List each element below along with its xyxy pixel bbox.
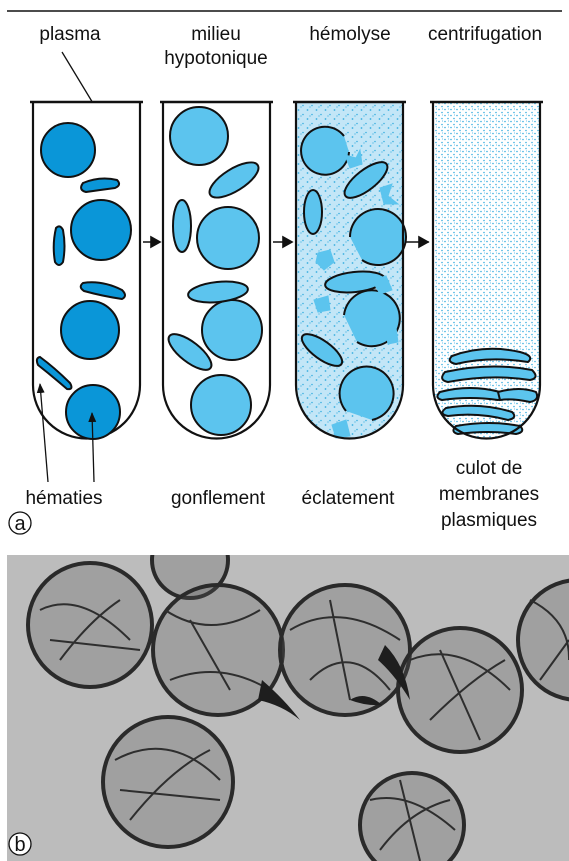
ruptured-cell-sideview — [304, 190, 322, 234]
step-arrow — [406, 237, 429, 247]
label-plasmiques: plasmiques — [441, 510, 537, 531]
red-cell — [71, 200, 131, 260]
swollen-cell — [191, 375, 251, 435]
label-eclatement: éclatement — [302, 488, 396, 509]
label-milieu: milieu — [191, 24, 241, 45]
erythrocyte-ghost — [103, 717, 233, 847]
swollen-cell — [197, 207, 259, 269]
step-arrow — [143, 237, 160, 247]
step-arrow — [273, 237, 292, 247]
red-cell-sideview — [54, 226, 65, 265]
membrane-ghost — [498, 389, 537, 402]
label-hemolyse: hémolyse — [309, 24, 390, 45]
red-cell — [61, 301, 119, 359]
ruptured-cell — [301, 127, 349, 175]
label-culot-de: culot de — [456, 458, 523, 479]
label-membranes: membranes — [439, 484, 539, 505]
panel-b-letter: b — [14, 834, 25, 856]
panel-a-letter: a — [14, 513, 26, 535]
membrane-ghost — [437, 388, 503, 400]
label-gonflement: gonflement — [171, 488, 266, 509]
panel-a: plasma milieu hypotonique hémolyse centr… — [9, 24, 543, 535]
erythrocyte-ghost — [398, 628, 522, 752]
panel-b-micrograph — [7, 522, 569, 861]
tube-centrifugation — [430, 102, 543, 442]
red-cell — [41, 123, 95, 177]
swollen-cell-sideview — [173, 200, 191, 252]
label-hypotonique: hypotonique — [164, 48, 268, 69]
label-plasma: plasma — [39, 24, 101, 45]
tube-plasma — [30, 102, 143, 439]
tube-hypotonic — [160, 102, 273, 438]
swollen-cell — [170, 107, 228, 165]
label-hematies: hématies — [25, 488, 102, 509]
tube-hemolysis — [293, 102, 406, 442]
erythrocyte-ghost — [280, 585, 410, 715]
swollen-cell — [202, 300, 262, 360]
label-centrifugation: centrifugation — [428, 24, 542, 45]
